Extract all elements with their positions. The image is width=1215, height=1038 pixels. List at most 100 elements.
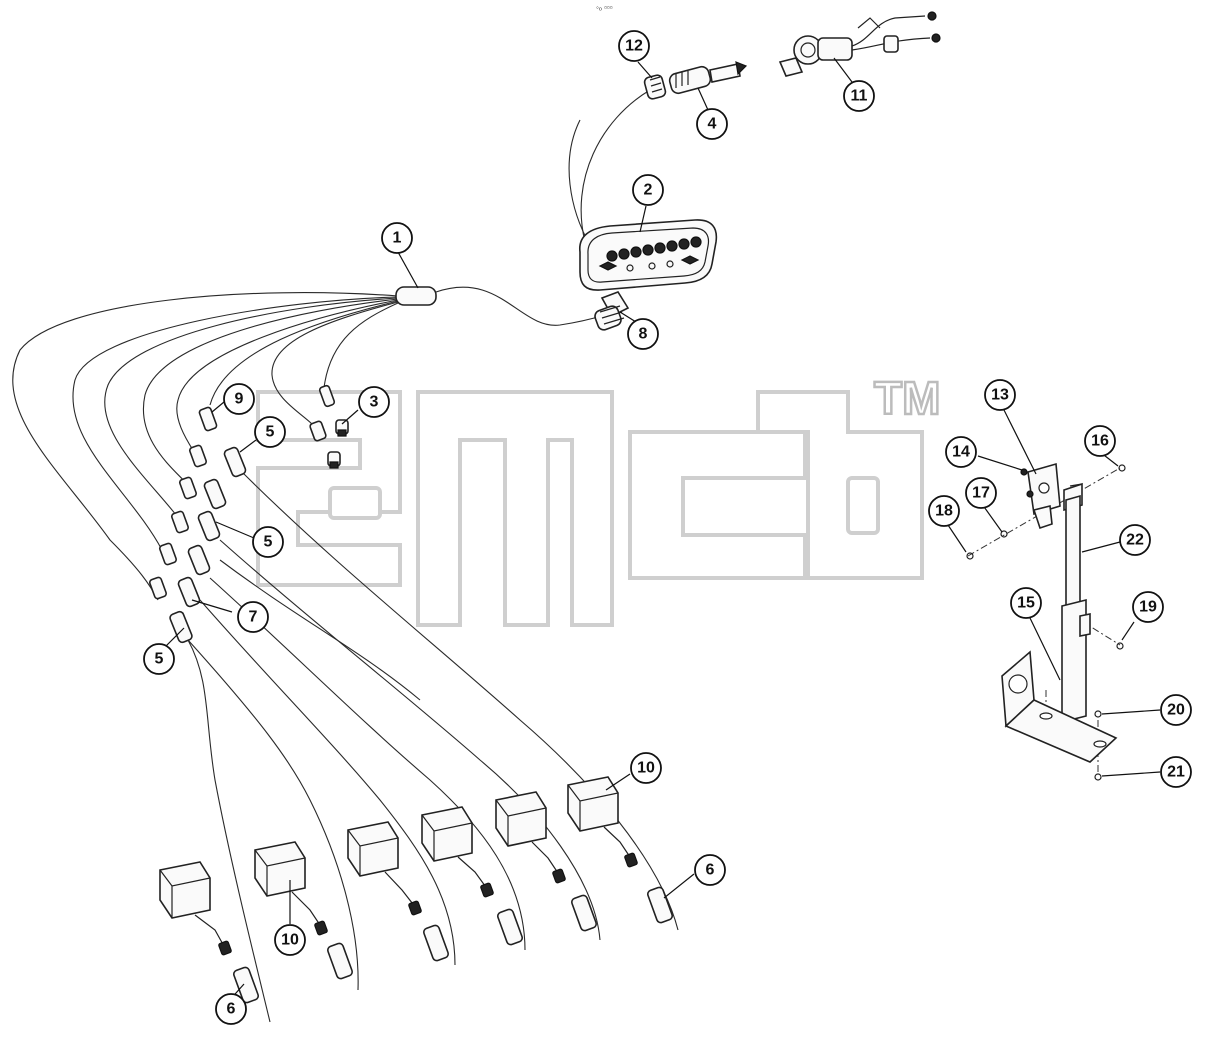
- svg-text:19: 19: [1139, 599, 1157, 616]
- callout-5-mid: 5: [252, 526, 284, 558]
- callout-16: 16: [1084, 425, 1116, 457]
- svg-text:10: 10: [281, 932, 299, 949]
- sensor-plug-5: [570, 894, 598, 932]
- sensor-1: [159, 861, 232, 956]
- top-note: ◦ₒ ▫▫▫: [596, 3, 613, 12]
- telescopic-post: [1061, 482, 1091, 724]
- svg-text:2: 2: [644, 182, 653, 199]
- callout-5-low: 5: [143, 643, 175, 675]
- hardware-17: [1000, 530, 1008, 538]
- watermark-trademark: TM: [874, 372, 940, 424]
- svg-text:5: 5: [264, 534, 273, 551]
- hardware-18: [966, 552, 974, 560]
- svg-text:11: 11: [851, 88, 868, 105]
- svg-text:6: 6: [706, 862, 715, 879]
- svg-text:5: 5: [266, 424, 275, 441]
- svg-text:20: 20: [1167, 702, 1185, 719]
- callout-14: 14: [945, 436, 977, 468]
- plug-3d: [309, 420, 327, 442]
- callout-19: 19: [1132, 591, 1164, 623]
- hardware-21: [1094, 773, 1102, 781]
- sensor-plug-1: [232, 966, 260, 1004]
- top-connector-plug: [668, 61, 748, 95]
- callout-5-top: 5: [254, 416, 286, 448]
- watermark-logo: TM: [256, 371, 942, 627]
- plug-row-a2: [223, 446, 247, 478]
- bracket-plate: [1020, 462, 1061, 530]
- svg-text:5: 5: [155, 651, 164, 668]
- callout-9: 9: [223, 383, 255, 415]
- callout-22: 22: [1119, 524, 1151, 556]
- power-socket-harness: [778, 11, 941, 77]
- module-connector: [594, 291, 630, 331]
- harness-wires: [12, 89, 679, 1023]
- sensor-3: [347, 821, 422, 916]
- sensor-plug-3: [422, 924, 450, 962]
- mounting-bracket-assembly: [966, 462, 1126, 781]
- sensor-5: [495, 791, 566, 884]
- leader-lines: [165, 57, 1161, 1003]
- plug-3c: [327, 451, 341, 469]
- svg-text:10: 10: [637, 760, 655, 777]
- plug-9: [198, 406, 218, 432]
- callout-15: 15: [1010, 587, 1042, 619]
- svg-text:12: 12: [625, 38, 643, 55]
- callout-13: 13: [984, 379, 1016, 411]
- svg-text:21: 21: [1167, 764, 1185, 781]
- callout-12: 12: [618, 30, 650, 62]
- sensor-plug-4: [496, 908, 524, 946]
- svg-text:3: 3: [370, 394, 379, 411]
- sensor-plug-6: [646, 886, 674, 924]
- callout-8: 8: [627, 318, 659, 350]
- hardware-20: [1094, 710, 1102, 718]
- callout-17: 17: [965, 477, 997, 509]
- callout-2: 2: [632, 174, 664, 206]
- sensor-4: [421, 806, 494, 898]
- sensors: [159, 776, 638, 956]
- svg-text:8: 8: [639, 326, 648, 343]
- plug-row-c2: [197, 510, 221, 542]
- top-connector-cap: [643, 74, 667, 100]
- callout-3: 3: [358, 386, 390, 418]
- base-bracket: [1001, 650, 1118, 763]
- callout-10-right: 10: [630, 752, 662, 784]
- hardware-points: [966, 464, 1126, 781]
- svg-text:22: 22: [1126, 532, 1144, 549]
- svg-text:17: 17: [972, 485, 990, 502]
- plug-row-b2: [203, 478, 227, 510]
- svg-text:14: 14: [952, 444, 970, 461]
- svg-text:13: 13: [991, 387, 1009, 404]
- sensor-6: [567, 776, 638, 868]
- plug-row-f2: [169, 610, 193, 644]
- plug-row-a1: [188, 444, 208, 468]
- callout-10-left: 10: [274, 924, 306, 956]
- module-indicator-row: [606, 236, 702, 262]
- svg-text:1: 1: [393, 230, 402, 247]
- plug-3a: [318, 384, 336, 408]
- callout-4: 4: [696, 108, 728, 140]
- callout-7: 7: [237, 601, 269, 633]
- sensor-2: [254, 841, 328, 936]
- plug-row-c1: [170, 510, 190, 534]
- svg-text:4: 4: [708, 116, 717, 133]
- harness-junction-sleeve: [395, 286, 437, 306]
- callout-1: 1: [381, 222, 413, 254]
- hardware-19: [1116, 642, 1124, 650]
- plug-row-e1: [148, 576, 168, 600]
- callout-21: 21: [1160, 756, 1192, 788]
- plug-row-b1: [178, 476, 198, 500]
- sensor-plugs: [232, 886, 674, 1004]
- callout-6-right: 6: [694, 854, 726, 886]
- callout-6-left: 6: [215, 993, 247, 1025]
- svg-text:15: 15: [1017, 595, 1035, 612]
- plug-row-d1: [158, 542, 178, 566]
- callouts: 1 2 3 4 5 5 5 6 6 7 8 9 10 10 11 12 13 1…: [143, 30, 1192, 1025]
- svg-text:6: 6: [227, 1001, 236, 1018]
- callout-18: 18: [928, 495, 960, 527]
- plug-row-e2: [177, 576, 201, 608]
- callout-11: 11: [843, 80, 875, 112]
- plug-3b: [335, 419, 349, 437]
- svg-text:18: 18: [935, 503, 953, 520]
- svg-text:9: 9: [235, 391, 244, 408]
